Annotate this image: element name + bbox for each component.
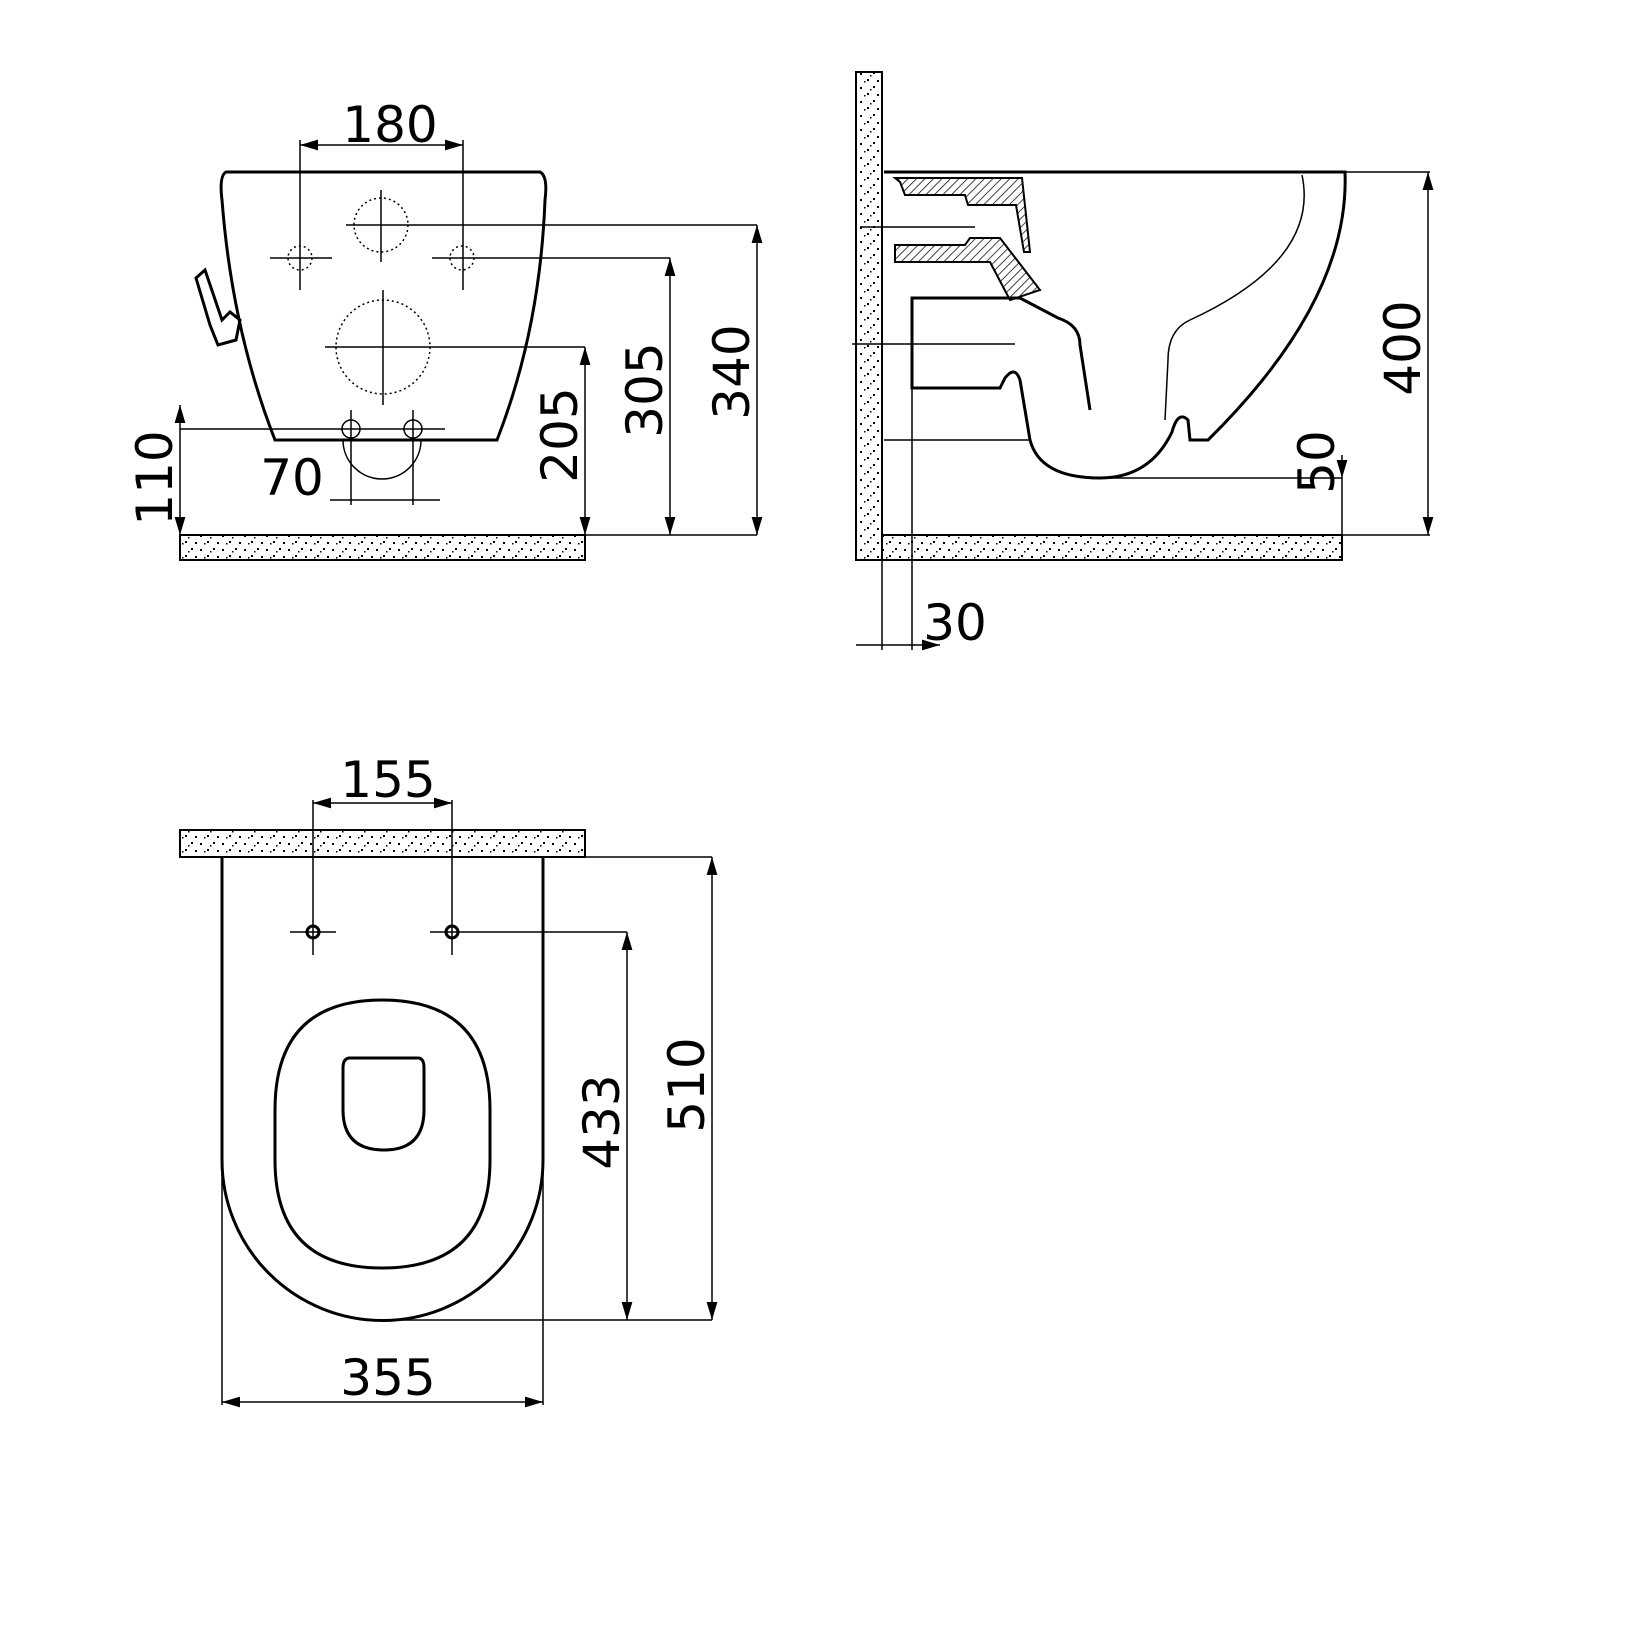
floor-slab-side [881,534,1343,561]
dim-205: 205 [531,387,589,482]
bowl-section-outer [884,170,1347,480]
top-dimension-lines [222,797,718,1408]
bowl-outline [219,170,548,442]
bowl-outline-top [220,857,545,1322]
dim-30: 30 [923,594,987,652]
rim-channel [892,177,1032,253]
dim-155: 155 [340,751,435,809]
dimension-lines [174,139,763,535]
dim-510: 510 [658,1037,716,1132]
side-centerlines [852,171,1430,650]
side-view: 400 50 30 [852,71,1434,652]
dim-355: 355 [340,1349,435,1407]
dim-110: 110 [126,430,184,525]
outlet-arc [342,439,422,480]
wall [855,71,883,561]
bowl-section-inner [1164,174,1305,421]
dim-433: 433 [573,1074,631,1169]
top-view: 155 433 510 355 [179,751,718,1408]
dim-70: 70 [260,449,324,507]
dim-400: 400 [1374,300,1432,395]
dim-50: 50 [1288,430,1346,494]
wall-top [179,829,586,858]
flush-lever [194,267,242,347]
front-view: 180 70 110 205 305 340 [126,96,763,561]
dim-340: 340 [703,324,761,419]
dim-305: 305 [616,342,674,437]
seat-opening [273,998,492,1270]
centerlines [180,140,757,536]
floor-slab [179,534,586,561]
bowl-well [341,1056,426,1152]
dim-180: 180 [342,96,437,154]
top-centerlines [221,800,712,1405]
inlet-wall [894,237,1042,302]
side-dimension-lines [856,172,1434,651]
